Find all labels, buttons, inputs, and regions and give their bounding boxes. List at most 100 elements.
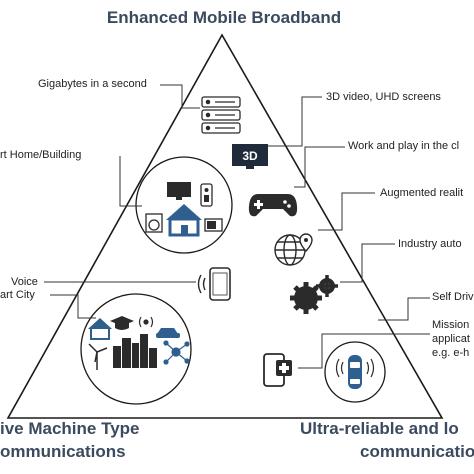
gamepad-icon (248, 194, 298, 217)
smart-house-icon (88, 318, 112, 340)
voice-wave-1 (202, 277, 206, 291)
small-car-body (157, 328, 178, 334)
label-mission-line2: applicat (432, 333, 470, 345)
label-voice: Voice (11, 276, 38, 288)
smart-city-circle (80, 293, 192, 405)
title-enhanced-mobile-broadband: Enhanced Mobile Broadband (106, 8, 342, 27)
globe-pin (299, 233, 313, 252)
title-ultra-reliable-line1: Ultra-reliable and lo (300, 419, 459, 438)
self-driving-circle (324, 341, 386, 403)
callout-lines (44, 84, 430, 369)
phone-body (209, 267, 231, 301)
label-industry-automation: Industry auto (398, 238, 462, 250)
cap-base (115, 323, 129, 330)
building-3 (132, 343, 139, 368)
line-smart-city (50, 294, 96, 319)
tooth-4 (293, 285, 319, 311)
building-2 (122, 338, 131, 368)
remote-keys (204, 195, 209, 202)
gear-small-teeth (316, 275, 338, 297)
city-skyline-icon (113, 334, 157, 368)
line-mission (298, 333, 430, 369)
washer-door (148, 219, 160, 231)
gamepad-dpad-v (257, 200, 260, 209)
smart-city-icons (88, 316, 190, 370)
house-door (181, 225, 188, 235)
hub-node-4 (184, 358, 190, 364)
microwave-window (207, 221, 216, 229)
wave-left-2 (335, 358, 340, 378)
phone-screen (212, 272, 228, 296)
building-5 (149, 348, 157, 368)
server-stack-icon (201, 96, 241, 134)
microwave-icon (204, 218, 223, 232)
server-led-3 (205, 125, 211, 131)
small-car-icon (156, 328, 180, 338)
label-self-driving: Self Driv (432, 291, 474, 303)
line-augmented (318, 192, 375, 231)
line-self-driving (378, 297, 430, 321)
hub-node-1 (163, 340, 169, 346)
turbine-blade-2 (96, 347, 108, 353)
globe-parallel (277, 241, 303, 259)
display-stand (246, 166, 254, 169)
sensor-dot (143, 319, 149, 325)
small-car-base (156, 333, 180, 338)
line-industry (340, 243, 395, 283)
gears-icon (290, 275, 338, 314)
label-smart-home: rt Home/Building (0, 149, 82, 161)
label-mission-line1: Mission (432, 319, 470, 331)
phone-health-icon (263, 353, 292, 387)
server-led-2 (205, 112, 211, 118)
gamepad-body (248, 194, 298, 217)
label-smart-city: art City (0, 289, 35, 301)
turbine-blade-3 (94, 351, 98, 363)
label-3d-video: 3D video, UHD screens (326, 91, 441, 103)
sensor-waves-icon (138, 316, 154, 328)
turbine-blade-1 (88, 343, 98, 353)
gamepad-button-b (287, 204, 291, 208)
building-1 (113, 346, 121, 368)
line-video (268, 96, 322, 147)
remote-icon (200, 183, 213, 207)
globe-pin-icon (274, 233, 313, 266)
sensor-wave-left (138, 316, 142, 328)
wind-turbine-icon (88, 343, 108, 370)
display-screen (232, 144, 268, 166)
graduation-cap-icon (110, 316, 134, 330)
gamepad-button-a (283, 200, 287, 204)
network-hub-icon (163, 340, 190, 365)
smart-house-icon (166, 204, 202, 237)
washer-icon (145, 213, 163, 233)
sensor-wave-right (150, 316, 154, 328)
line-smart-home (119, 156, 142, 207)
city-house-wall (90, 327, 110, 340)
title-ultra-reliable-line2: communicatio (360, 442, 474, 461)
hub-node-3 (163, 359, 169, 365)
health-plus-v (282, 363, 286, 373)
smartphone-voice-icon (197, 267, 231, 301)
line-gigabytes (160, 84, 200, 109)
server-led-1 (205, 99, 211, 105)
car-rear-window (350, 379, 360, 384)
washer-body (145, 213, 163, 233)
autonomous-car-icon (335, 355, 375, 389)
voice-wave-2 (197, 274, 202, 294)
city-house-roof (88, 318, 112, 329)
title-massive-machine-type-line2: ommunications (0, 442, 126, 461)
tv-stand (176, 197, 182, 200)
car-windshield (350, 362, 360, 368)
house-roof (166, 204, 202, 220)
hub-node-2 (184, 341, 190, 347)
car-sensor-waves (335, 358, 375, 378)
wave-right-1 (366, 361, 370, 375)
label-mission-line3: e.g. e-h (432, 347, 470, 359)
line-work-play (294, 146, 345, 188)
label-gigabytes: Gigabytes in a second (38, 78, 147, 90)
tv-icon (167, 182, 191, 200)
globe-pin-dot (304, 238, 308, 242)
label-augmented-reality: Augmented realit (380, 187, 464, 199)
tv-screen (167, 182, 191, 197)
wave-left-1 (340, 361, 344, 375)
